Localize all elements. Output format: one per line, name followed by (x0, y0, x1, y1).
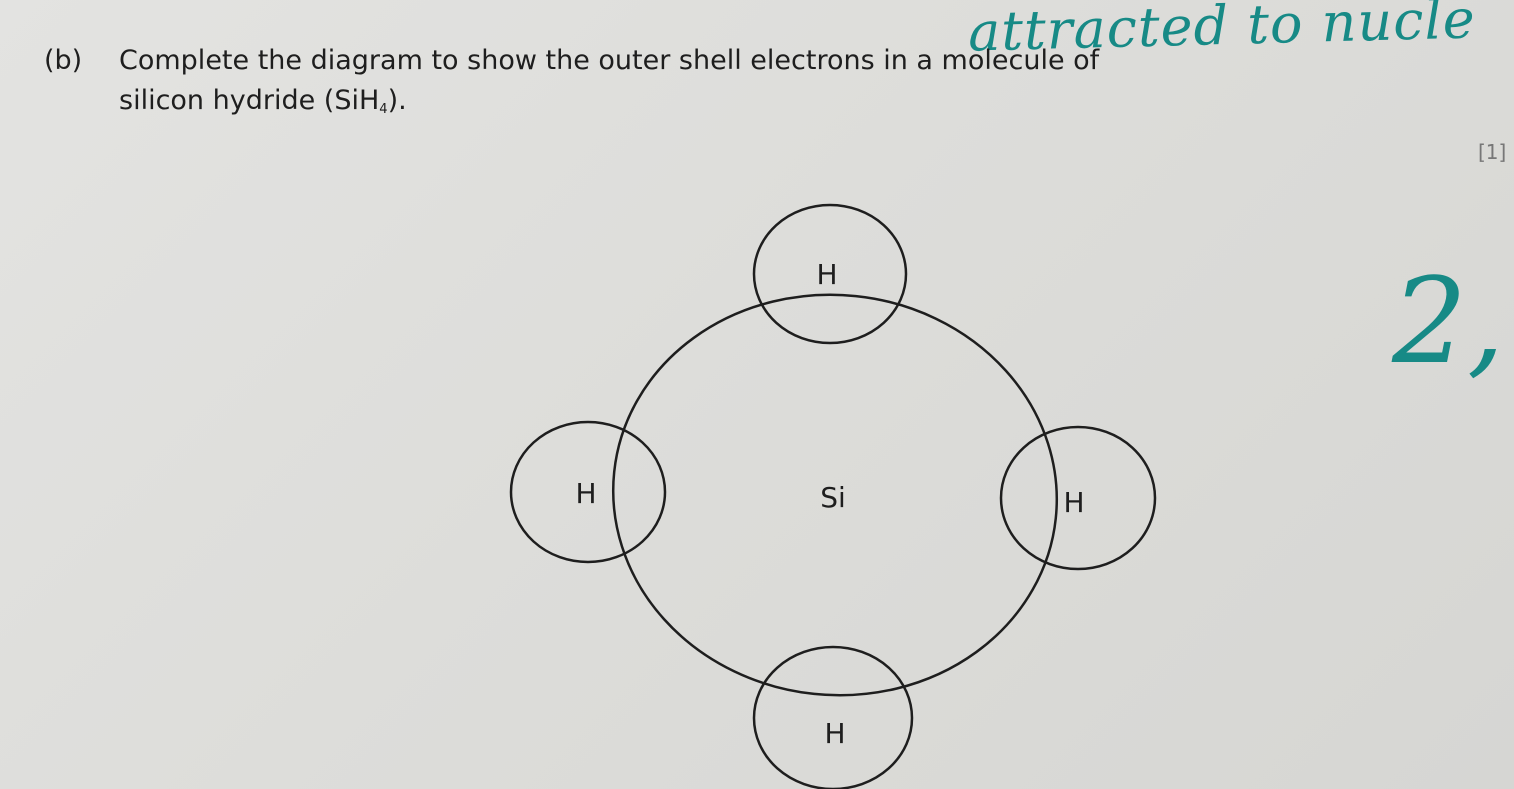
hydrogen-shell-top (752, 203, 908, 345)
marks-allocation: [1] (1478, 140, 1507, 164)
formula-subscript: 4 (379, 102, 388, 117)
question-part-label: (b) (44, 45, 83, 76)
hydrogen-shell-bottom (752, 645, 914, 789)
hydrogen-shell-right (999, 425, 1157, 571)
hydrogen-label-right: H (1063, 486, 1084, 519)
question-line-2-text: silicon hydride (SiH (119, 85, 380, 116)
silicon-label: Si (820, 481, 846, 514)
hydrogen-label-top: H (816, 258, 837, 291)
hydrogen-shell-left (509, 420, 667, 564)
question-line-2: silicon hydride (SiH4). (119, 80, 407, 131)
silicon-shell (611, 293, 1059, 697)
question-line-2-end: ). (387, 85, 407, 116)
hydrogen-label-left: H (575, 477, 596, 510)
question-line-1: Complete the diagram to show the outer s… (119, 45, 1100, 76)
handwritten-score: 2, (1392, 252, 1505, 390)
hydrogen-label-bottom: H (824, 717, 845, 750)
